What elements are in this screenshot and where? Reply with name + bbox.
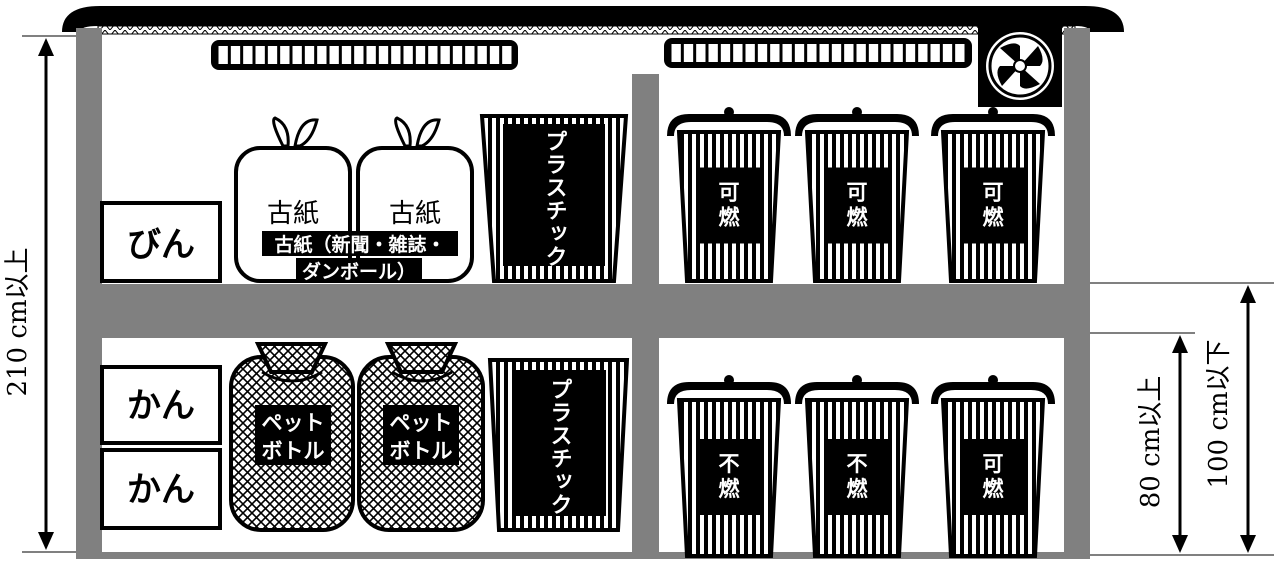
pet-bag-2-label: ペット (390, 411, 453, 435)
trash-can-upper-3-label-char: 燃 (983, 206, 1005, 230)
pet-bag-1: ペット ボトル (229, 342, 355, 532)
trash-can-upper-3-label-char: 可 (983, 181, 1004, 205)
pet-bag-1-label2: ボトル (262, 439, 325, 463)
trash-can-lower-2: 不燃 (795, 375, 919, 558)
pet-bag-1-label: ペット (262, 411, 325, 435)
measure-lower (1090, 332, 1195, 553)
trash-can-lower-2-label-char: 不 (847, 452, 868, 476)
paper-bag-2: 古紙 (356, 116, 474, 283)
trash-can-lower-3-label-char: 可 (983, 452, 1004, 476)
label-upper-height: 100 cm以下 (1204, 339, 1234, 488)
can-box-1: かん (100, 365, 222, 445)
bottle-box: びん (100, 201, 222, 283)
paper-caption: 古紙（新聞・雑誌・ ダンボール） (262, 231, 458, 283)
paper-bag-2-label: 古紙 (389, 199, 441, 229)
roof (62, 6, 1124, 35)
trash-can-upper-1-label-char: 燃 (719, 206, 741, 230)
paper-bag-1: 古紙 (234, 116, 352, 283)
plastic-box-upper-label: プラスチック (542, 130, 567, 268)
can-box-2: かん (100, 448, 222, 530)
trash-can-upper-3: 可燃 (931, 107, 1055, 283)
trash-can-lower-3-label-char: 燃 (983, 477, 1005, 501)
paper-caption-line2: ダンボール） (302, 260, 416, 283)
label-lower-height: 80 cm以上 (1136, 376, 1166, 509)
plastic-box-lower: プラスチック (487, 358, 630, 532)
trash-can-lower-1-label-char: 不 (719, 452, 740, 476)
pet-bag-2-label2: ボトル (390, 439, 453, 463)
plastic-box-upper: プラスチック (479, 114, 629, 283)
ceiling-light-right (664, 38, 972, 68)
can-box-2-label: かん (127, 470, 195, 510)
trash-can-lower-1-label-char: 燃 (719, 477, 741, 501)
label-total-height: 210 cm以上 (3, 247, 33, 396)
pet-bag-2: ペット ボトル (357, 342, 485, 532)
bottle-box-label: びん (127, 225, 195, 265)
frame (76, 28, 1090, 559)
trash-can-upper-2-label-char: 可 (847, 181, 868, 205)
trash-can-upper-2-label-char: 燃 (847, 206, 869, 230)
trash-can-lower-2-label-char: 燃 (847, 477, 869, 501)
plastic-box-lower-label: プラスチック (547, 378, 572, 516)
paper-bag-1-label: 古紙 (267, 199, 319, 229)
trash-can-upper-2: 可燃 (795, 107, 919, 283)
trash-can-lower-1: 不燃 (667, 375, 791, 558)
measure-upper (1090, 282, 1274, 556)
measure-total (22, 35, 76, 553)
trash-can-upper-1: 可燃 (667, 107, 791, 283)
paper-caption-line1: 古紙（新聞・雑誌・ (274, 233, 445, 256)
vent-fan-icon (978, 25, 1062, 107)
trash-can-lower-3: 可燃 (931, 375, 1055, 558)
can-box-1-label: かん (127, 386, 195, 426)
trash-can-upper-1-label-char: 可 (719, 181, 740, 205)
ceiling-light-left (211, 40, 518, 70)
